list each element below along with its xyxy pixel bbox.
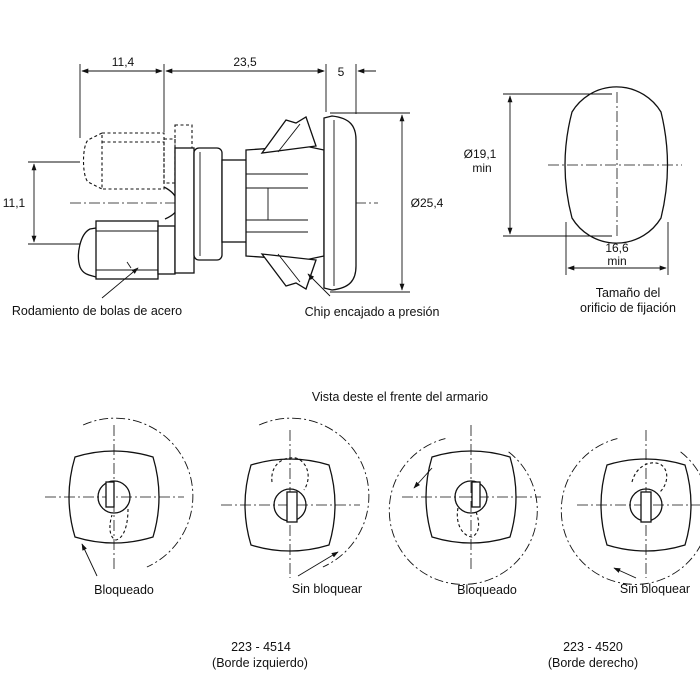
side-view: 11,4 23,5 5 11,1 Ø25,4 Rodamiento de bol… xyxy=(3,55,444,319)
state-label-3: Bloqueado xyxy=(457,583,517,597)
dim-11-1: 11,1 xyxy=(3,196,26,210)
ball-bearing-label: Rodamiento de bolas de acero xyxy=(12,304,182,318)
part-edge-1: (Borde izquierdo) xyxy=(212,656,308,670)
front-view-title: Vista deste el frente del armario xyxy=(312,390,488,404)
part-code-1: 223 - 4514 xyxy=(231,640,291,654)
dim-25-4: Ø25,4 xyxy=(411,196,444,210)
dim-16-6: 16,6 xyxy=(605,241,629,255)
state-label-4: Sin bloquear xyxy=(620,582,690,596)
part-code-2: 223 - 4520 xyxy=(563,640,623,654)
dim-19-1-min: min xyxy=(472,161,491,175)
front-view-2: Sin bloquear xyxy=(221,417,370,596)
hole-size-label-line2: orificio de fijación xyxy=(580,301,676,315)
part-edge-2: (Borde derecho) xyxy=(548,656,638,670)
dim-19-1: Ø19,1 xyxy=(464,147,497,161)
front-view-4: Sin bloquear xyxy=(560,430,700,596)
dim-5: 5 xyxy=(338,65,345,79)
mounting-hole-shape xyxy=(564,86,669,244)
state-label-2: Sin bloquear xyxy=(292,582,362,596)
front-view-1: Bloqueado xyxy=(45,417,194,597)
ball-bearing xyxy=(77,220,176,280)
hole-size-label-line1: Tamaño del xyxy=(596,286,661,300)
mounting-hole-view: Ø19,1 min 16,6 min Tamaño del orificio d… xyxy=(464,86,682,315)
dim-11-4: 11,4 xyxy=(112,55,135,69)
state-label-1: Bloqueado xyxy=(94,583,154,597)
front-view-3: Bloqueado xyxy=(388,425,541,597)
press-chip-label: Chip encajado a presión xyxy=(305,305,440,319)
lock-body xyxy=(174,115,357,291)
dim-23-5: 23,5 xyxy=(233,55,257,69)
dim-16-6-min: min xyxy=(607,254,626,268)
